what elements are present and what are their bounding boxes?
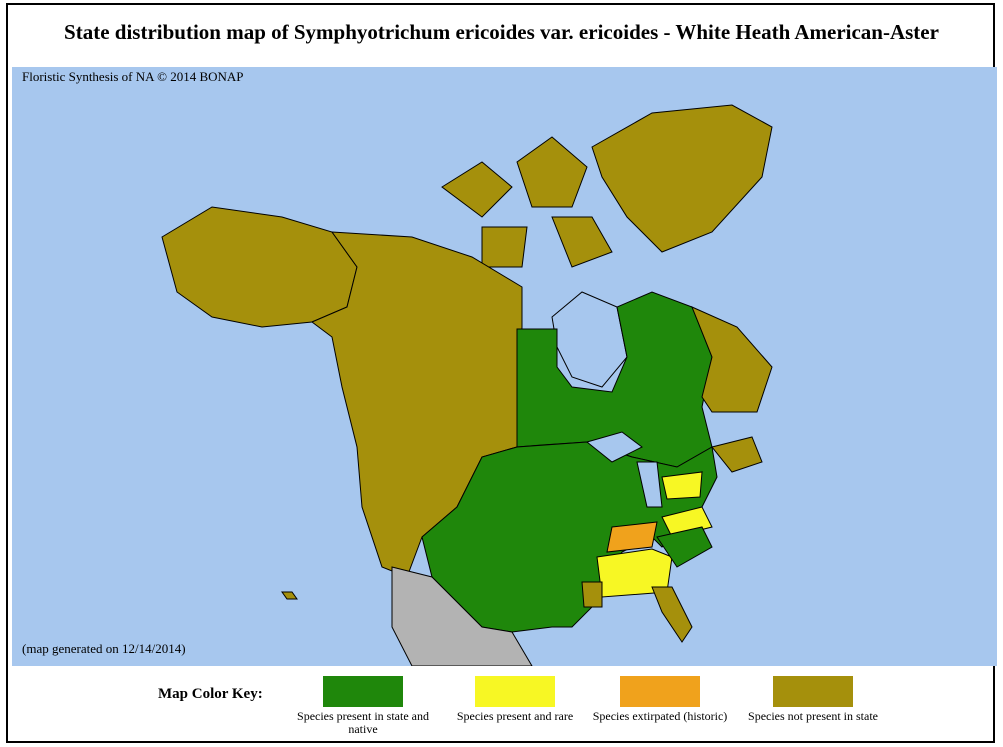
key-swatch-native — [323, 676, 403, 707]
key-label-rare: Species present and rare — [456, 709, 574, 723]
key-swatch-not-present — [773, 676, 853, 707]
hawaii-region — [281, 591, 298, 600]
key-label-extirpated: Species extirpated (historic) — [592, 709, 728, 723]
labrador-region — [691, 306, 773, 413]
arctic-islands-region — [441, 136, 613, 268]
greenland-region — [591, 104, 773, 253]
map-title: State distribution map of Symphyotrichum… — [64, 20, 939, 44]
color-key-title: Map Color Key: — [158, 686, 263, 702]
gulf-region — [581, 581, 693, 643]
map-generated-note: (map generated on 12/14/2014) — [22, 641, 186, 656]
kentucky-tennessee-region — [606, 521, 658, 553]
distribution-map — [12, 67, 997, 666]
carolina-region — [656, 526, 713, 568]
pennsylvania-region — [661, 471, 703, 500]
maritimes-region — [711, 436, 763, 473]
key-swatch-extirpated — [620, 676, 700, 707]
mexico-region — [391, 566, 533, 666]
key-label-native: Species present in state and native — [297, 709, 429, 736]
map-canvas — [161, 104, 773, 666]
hudson-bay-water — [551, 291, 628, 388]
alaska-region — [161, 206, 358, 328]
map-credit: Floristic Synthesis of NA © 2014 BONAP — [22, 69, 244, 84]
key-swatch-rare — [475, 676, 555, 707]
key-label-not-present: Species not present in state — [748, 709, 878, 723]
